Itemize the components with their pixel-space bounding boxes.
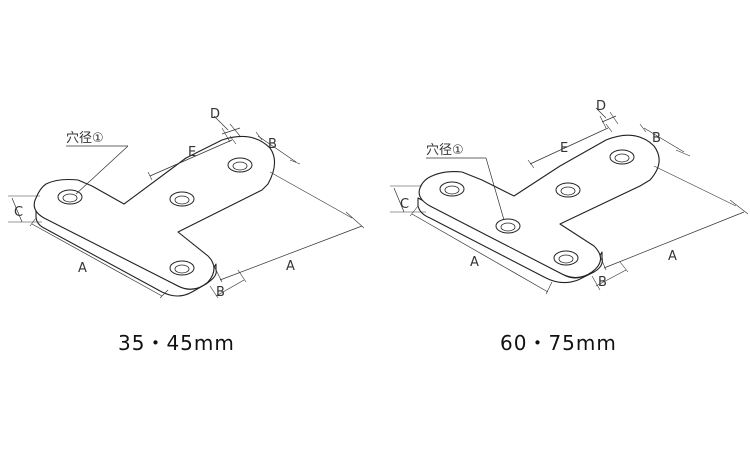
label-left-A2: A xyxy=(286,259,295,274)
label-left-D: D xyxy=(210,107,220,122)
t-plate-left xyxy=(33,135,276,290)
label-left-hole: 穴径① xyxy=(66,131,104,146)
label-right-D: D xyxy=(596,99,606,114)
hole-left-1 xyxy=(57,189,83,205)
figure-right: C A B A B E D 穴径① 60・75mm xyxy=(390,99,749,355)
label-left-A1: A xyxy=(78,261,87,276)
dimensions-right xyxy=(390,107,749,295)
label-right-E: E xyxy=(560,141,568,156)
label-left-B2: B xyxy=(268,137,277,152)
label-left-C: C xyxy=(14,205,23,220)
hole-right-1 xyxy=(439,181,465,197)
caption-left: 35・45mm xyxy=(118,331,235,355)
dimensions-left xyxy=(8,115,365,299)
label-right-A2: A xyxy=(668,249,677,264)
hole-left-4 xyxy=(169,260,195,276)
label-right-C: C xyxy=(400,197,409,212)
label-right-A1: A xyxy=(470,255,479,270)
hole-right-5 xyxy=(553,250,579,266)
figure-left: C A B A B E D 穴径① 35・45mm xyxy=(8,107,365,355)
label-right-B2: B xyxy=(652,131,661,146)
t-plate-right xyxy=(418,134,660,279)
hole-right-4 xyxy=(495,218,521,234)
label-left-E: E xyxy=(188,145,196,160)
hole-right-2 xyxy=(555,182,581,198)
label-right-B1: B xyxy=(598,275,607,290)
hole-left-3 xyxy=(227,157,253,173)
caption-right: 60・75mm xyxy=(500,331,617,355)
hole-right-3 xyxy=(609,149,635,165)
hole-left-2 xyxy=(169,191,195,207)
label-right-hole: 穴径① xyxy=(426,143,464,158)
label-left-B1: B xyxy=(216,285,225,300)
